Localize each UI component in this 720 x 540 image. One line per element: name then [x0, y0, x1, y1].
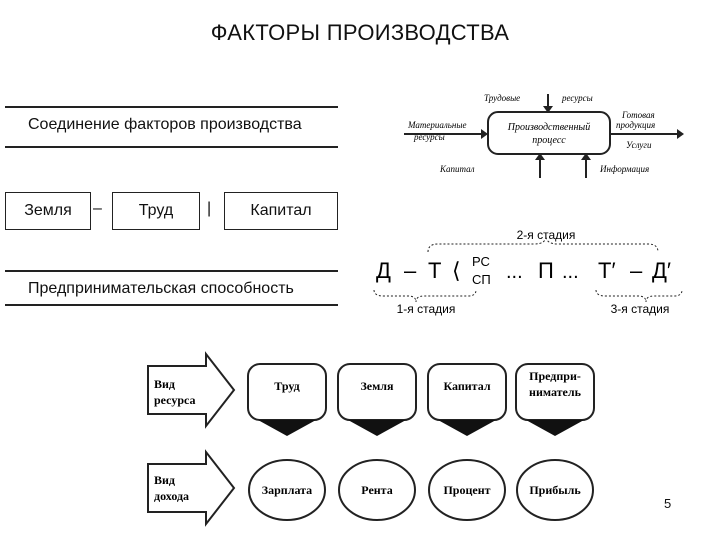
output-label-2: продукция	[616, 120, 655, 130]
circuit-rs: РС	[472, 254, 490, 269]
arrow-head-icon	[535, 153, 545, 160]
info-label: Информация	[599, 164, 649, 174]
income-oval-profit	[516, 459, 594, 521]
circuit-d: Д	[376, 258, 391, 283]
divider-line	[5, 270, 338, 272]
resource-card-capital: Капитал	[427, 363, 507, 436]
circuit-dash: –	[404, 258, 417, 283]
divider-line	[5, 146, 338, 148]
resource-item-label: Труд	[274, 379, 299, 393]
separator: –	[93, 200, 102, 217]
stage2-label: 2-я стадия	[517, 228, 576, 242]
resource-item-label: Капитал	[443, 379, 490, 393]
circuit-t-prime: Т′	[598, 258, 616, 283]
circuit-bracket: ⟨	[452, 258, 461, 283]
stage2-brace	[427, 235, 659, 253]
entrepreneurship-label: Предпринимательская способность	[28, 280, 294, 297]
stage3-label: 3-я стадия	[611, 302, 670, 316]
stage1-label: 1-я стадия	[397, 302, 456, 316]
divider-line	[5, 304, 338, 306]
resource-arrow-shape	[147, 351, 236, 429]
output-label-1: Готовая	[621, 110, 655, 120]
circuit-p: П	[538, 258, 554, 283]
factor-capital-box: Капитал	[224, 192, 338, 230]
income-oval-rent	[338, 459, 416, 521]
output-label-3: Услуги	[626, 140, 652, 150]
resource-card-land: Земля	[337, 363, 417, 436]
separator: |	[207, 200, 212, 217]
income-arrow-shape	[147, 449, 236, 527]
resources-label: ресурсы	[561, 93, 593, 103]
circuit-dots: ...	[562, 261, 579, 283]
divider-line	[5, 106, 338, 108]
process-label-1: Производственный	[507, 122, 590, 133]
material-label-2: ресурсы	[413, 132, 445, 142]
factor-labor-box: Труд	[112, 192, 200, 230]
income-item-label: Прибыль	[529, 483, 581, 497]
income-item-label: Процент	[443, 483, 490, 497]
arrow-head-icon	[677, 129, 684, 139]
resource-card-entrepreneur: Предпри- ниматель	[515, 363, 595, 436]
material-label-1: Материальные	[407, 120, 466, 130]
resource-label-1: Вид	[154, 377, 175, 391]
capital-label: Капитал	[439, 164, 475, 174]
process-label-2: процесс	[532, 135, 566, 146]
factor-capital-label: Капитал	[250, 202, 312, 219]
resource-label-2: ресурса	[154, 393, 195, 407]
resource-income-diagram: Вид ресурса Труд Земля Капитал Предпри- …	[147, 351, 595, 527]
income-label-2: дохода	[154, 489, 189, 503]
resource-item-label: Предпри-	[529, 369, 581, 383]
income-oval-wage	[248, 459, 326, 521]
circuit-dash: –	[630, 258, 643, 283]
circuit-sp: СП	[472, 272, 491, 287]
stage1-brace	[373, 289, 477, 303]
arrow-head-icon	[481, 129, 488, 139]
arrow-head-icon	[581, 153, 591, 160]
income-oval-interest	[428, 459, 506, 521]
labor-label: Трудовые	[484, 93, 520, 103]
process-box	[487, 111, 611, 155]
page-number: 5	[664, 496, 672, 511]
capital-circuit-diagram: 2-я стадия Д – Т ⟨ РС СП ... П ... Т′ – …	[373, 228, 683, 316]
factor-labor-label: Труд	[138, 202, 174, 219]
combination-header: Соединение факторов производства	[28, 116, 302, 133]
factor-land-box: Земля	[5, 192, 91, 230]
resource-item-label: ниматель	[529, 385, 582, 399]
slide-title: ФАКТОРЫ ПРОИЗВОДСТВА	[210, 20, 510, 45]
resource-item-label: Земля	[360, 379, 394, 393]
arrow-head-icon	[543, 106, 553, 113]
income-item-label: Рента	[361, 483, 392, 497]
stage3-brace	[595, 289, 683, 303]
circuit-t: Т	[428, 258, 441, 283]
circuit-dots: ...	[506, 261, 523, 283]
resource-card-labor: Труд	[247, 363, 327, 436]
factor-land-label: Земля	[24, 202, 72, 219]
production-process-diagram: Производственный процесс Трудовые ресурс…	[404, 93, 684, 178]
income-label-1: Вид	[154, 473, 175, 487]
circuit-d-prime: Д′	[652, 258, 671, 283]
income-item-label: Зарплата	[262, 483, 312, 497]
